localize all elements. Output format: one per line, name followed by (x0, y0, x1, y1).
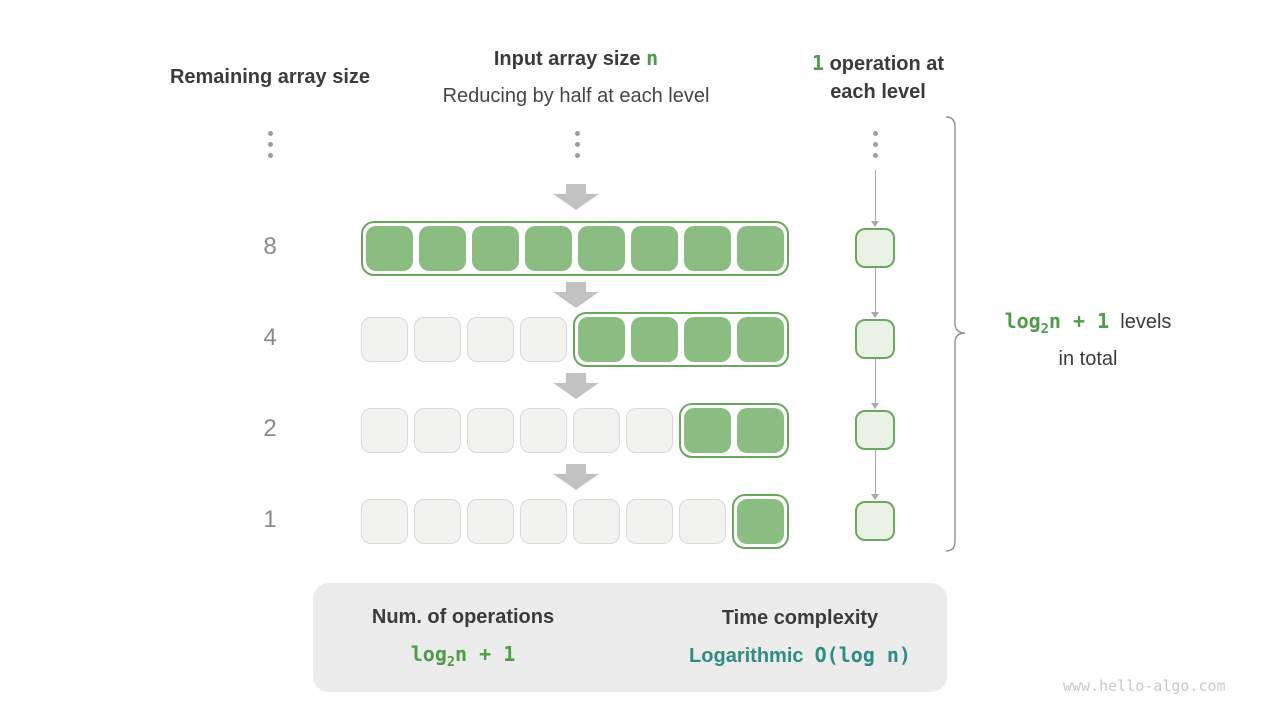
operation-box (855, 410, 895, 450)
array-cell-empty (467, 316, 514, 362)
active-subarray-outline (361, 220, 789, 276)
array-cell-active (472, 225, 519, 271)
array-cell-active (684, 225, 731, 271)
ellipsis-icon (574, 153, 580, 158)
array-cell-empty (626, 407, 673, 453)
operation-header: 1 operation at each level (811, 51, 945, 103)
row-label: 4 (263, 324, 277, 351)
connector-arrowhead-icon (871, 494, 879, 500)
operations-formula: log2n + 1 (410, 641, 516, 670)
array-cell-empty (361, 498, 408, 544)
array-cell-empty (414, 407, 461, 453)
levels-note: log2n + 1 levels in total (1004, 309, 1172, 370)
connector-line (874, 268, 876, 313)
down-arrow-icon (553, 373, 599, 399)
row-label: 2 (263, 415, 277, 442)
down-arrow-icon (553, 184, 599, 210)
array-cell-empty (467, 407, 514, 453)
array-cell-active (684, 316, 731, 362)
input-size-title: Input array size n (493, 46, 659, 70)
ellipsis-icon (574, 142, 580, 147)
array-cell-empty (361, 316, 408, 362)
connector-line (874, 450, 876, 495)
array-cell-empty (520, 407, 567, 453)
array-cell-active (631, 316, 678, 362)
brace-icon (945, 116, 966, 552)
array-cell-empty (679, 498, 726, 544)
ellipsis-icon (872, 131, 878, 136)
array-cell-active (578, 225, 625, 271)
operations-summary: Num. of operations log2n + 1 (323, 583, 603, 692)
operation-box (855, 228, 895, 268)
array-cell-active (419, 225, 466, 271)
array-cell-active (737, 407, 784, 453)
connector-arrowhead-icon (871, 403, 879, 409)
array-cell-empty (520, 498, 567, 544)
connector-line (874, 170, 876, 222)
row-label: 1 (263, 506, 277, 533)
watermark: www.hello-algo.com (1063, 677, 1226, 695)
active-subarray-outline (573, 311, 789, 367)
array-cell-empty (573, 498, 620, 544)
array-cell-active (578, 316, 625, 362)
complexity-summary: Time complexity Logarithmic O(log n) (658, 583, 942, 692)
complexity-value: Logarithmic O(log n) (689, 643, 911, 667)
array-cell-active (684, 407, 731, 453)
ellipsis-icon (268, 131, 273, 136)
connector-arrowhead-icon (871, 312, 879, 318)
ellipsis-icon (268, 142, 273, 147)
array-cell-empty (361, 407, 408, 453)
ellipsis-icon (574, 131, 580, 136)
array-cell-active (525, 225, 572, 271)
input-size-subtitle: Reducing by half at each level (442, 85, 710, 107)
array-cell-empty (626, 498, 673, 544)
operations-title: Num. of operations (371, 605, 555, 628)
array-cell-active (737, 498, 784, 544)
array-cell-empty (573, 407, 620, 453)
array-cell-active (737, 316, 784, 362)
down-arrow-icon (553, 282, 599, 308)
array-row (361, 220, 789, 276)
remaining-size-header: Remaining array size (169, 66, 371, 88)
array-cell-empty (414, 316, 461, 362)
array-cell-active (366, 225, 413, 271)
operation-box (855, 501, 895, 541)
operation-box (855, 319, 895, 359)
ellipsis-icon (268, 153, 273, 158)
input-size-header: Input array size n Reducing by half at e… (406, 44, 746, 110)
summary-panel: Num. of operations log2n + 1 Time comple… (313, 583, 947, 692)
array-cell-active (737, 225, 784, 271)
connector-arrowhead-icon (871, 221, 879, 227)
array-row (361, 493, 789, 549)
ellipsis-icon (872, 142, 878, 147)
ellipsis-icon (872, 153, 878, 158)
active-subarray-outline (679, 402, 789, 458)
array-row (361, 402, 789, 458)
array-cell-empty (467, 498, 514, 544)
complexity-title: Time complexity (721, 607, 879, 629)
down-arrow-icon (553, 464, 599, 490)
one-symbol: 1 (811, 51, 825, 75)
row-label: 8 (263, 233, 277, 260)
array-cell-active (631, 225, 678, 271)
active-subarray-outline (732, 493, 789, 549)
array-cell-empty (520, 316, 567, 362)
levels-formula: log2n + 1 (1004, 309, 1110, 337)
n-symbol: n (646, 46, 659, 70)
array-row (361, 311, 789, 367)
connector-line (874, 359, 876, 404)
array-cell-empty (414, 498, 461, 544)
